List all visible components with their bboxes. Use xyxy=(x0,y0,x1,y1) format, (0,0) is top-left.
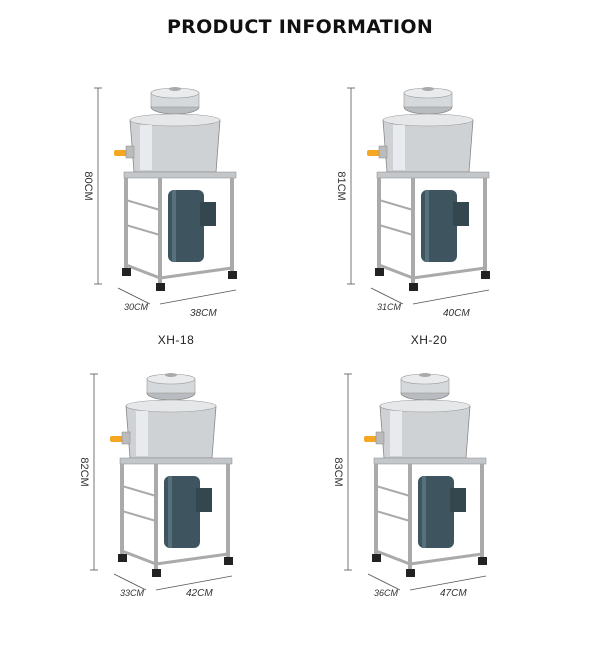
height-dimension-label: 81CM xyxy=(335,171,347,201)
height-dimension-label: 82CM xyxy=(78,457,90,487)
meat-mixer-machine-image xyxy=(90,373,233,591)
product-card-3: 82CM 33CM 42CM xyxy=(56,366,356,656)
depth-dimension-label: 33CM xyxy=(120,588,145,598)
width-dimension-label: 42CM xyxy=(186,588,213,599)
depth-dimension-label: 30CM xyxy=(124,302,149,312)
model-name: XH-20 xyxy=(410,333,448,347)
product-card-xh18: 80CM 30CM 38CM XH-18 xyxy=(60,80,360,370)
width-dimension-label: 38CM xyxy=(190,308,217,319)
height-dimension-label: 80CM xyxy=(82,171,94,201)
depth-dimension-label: 31CM xyxy=(377,302,402,312)
product-card-xh20: 81CM 31CM 40CM XH-20 xyxy=(313,80,600,370)
model-name: XH-18 xyxy=(157,333,195,347)
height-dimension-label: 83CM xyxy=(332,457,344,487)
page-title: PRODUCT INFORMATION xyxy=(166,16,434,38)
meat-mixer-machine-image xyxy=(344,373,487,591)
meat-mixer-machine-image xyxy=(94,87,237,305)
depth-dimension-label: 36CM xyxy=(374,588,399,598)
meat-mixer-machine-image xyxy=(347,87,490,305)
width-dimension-label: 40CM xyxy=(443,308,470,319)
product-card-4: 83CM 36CM 47CM xyxy=(310,366,600,656)
width-dimension-label: 47CM xyxy=(440,588,467,599)
